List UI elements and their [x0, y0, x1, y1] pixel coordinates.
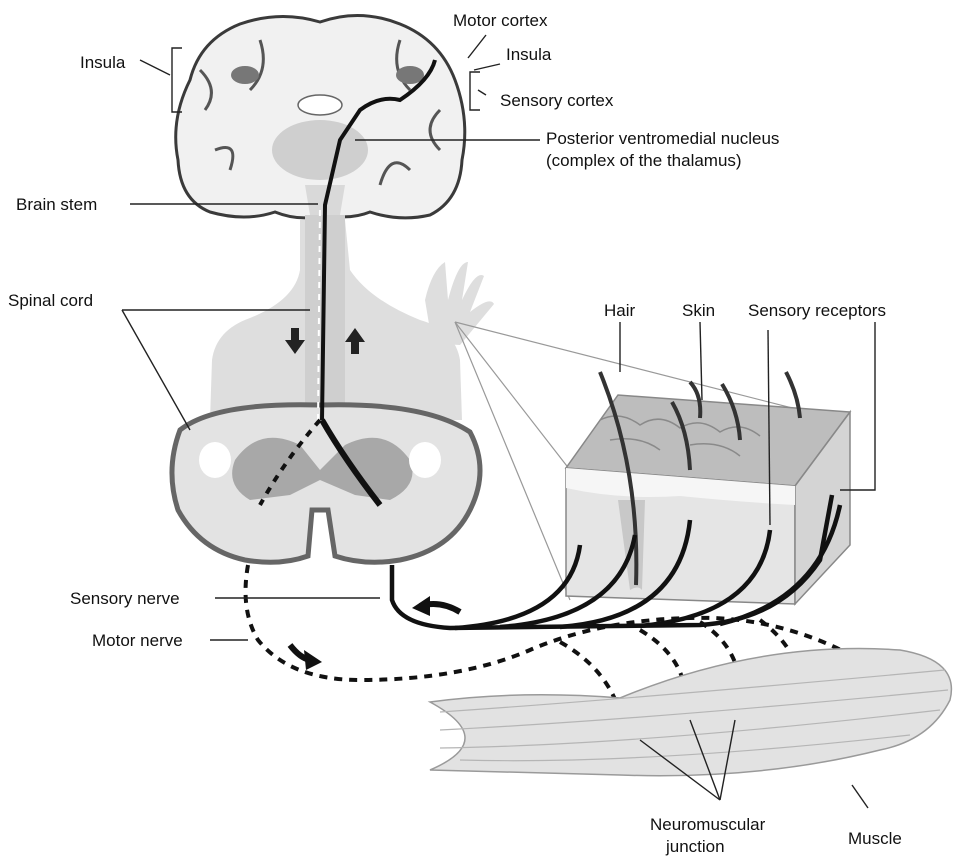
label-sensory-receptors: Sensory receptors	[748, 301, 886, 320]
muscle	[430, 649, 951, 776]
label-posterior-nucleus-line2: (complex of the thalamus)	[546, 151, 742, 170]
label-neuromuscular-line1: Neuromuscular	[650, 815, 766, 834]
label-insula-right: Insula	[506, 45, 552, 64]
label-hair: Hair	[604, 301, 636, 320]
label-insula-left: Insula	[80, 53, 126, 72]
label-motor-nerve: Motor nerve	[92, 631, 183, 650]
label-spinal-cord: Spinal cord	[8, 291, 93, 310]
label-skin: Skin	[682, 301, 715, 320]
label-muscle: Muscle	[848, 829, 902, 848]
label-neuromuscular-line2: junction	[665, 837, 725, 856]
label-sensory-cortex: Sensory cortex	[500, 91, 614, 110]
flow-arrows	[290, 604, 460, 660]
label-posterior-nucleus-line1: Posterior ventromedial nucleus	[546, 129, 779, 148]
label-motor-cortex: Motor cortex	[453, 11, 548, 30]
label-brain-stem: Brain stem	[16, 195, 97, 214]
label-sensory-nerve: Sensory nerve	[70, 589, 180, 608]
brain-cross-section	[176, 15, 465, 217]
body-silhouette	[210, 220, 494, 420]
